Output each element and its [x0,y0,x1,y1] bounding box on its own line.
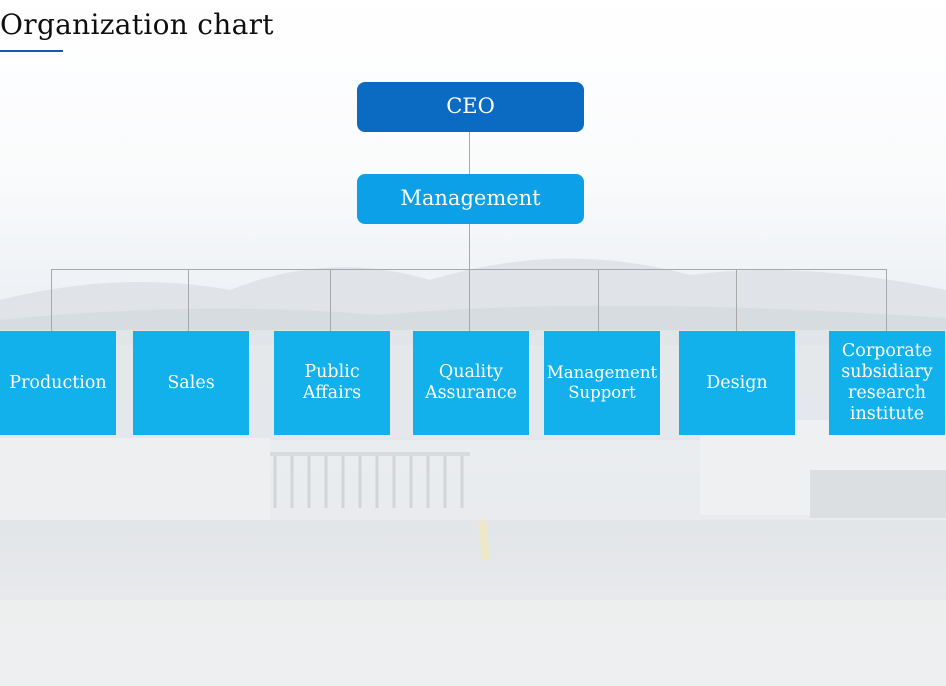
dept-label: Design [706,372,768,393]
dept-label: Management Support [546,363,658,402]
ceo-label: CEO [446,94,495,119]
management-box: Management [357,174,584,224]
dept-box-design: Design [679,331,795,435]
page-title: Organization chart [0,8,274,41]
dept-box-production: Production [0,331,116,435]
title-underline [0,50,63,52]
management-label: Management [400,186,541,211]
dept-label: Public Affairs [302,362,362,403]
dept-box-quality-assurance: Quality Assurance [413,331,529,435]
dept-label: Production [9,372,107,393]
dept-label: Corporate subsidiary research institute [841,341,933,424]
dept-box-research-institute: Corporate subsidiary research institute [829,331,945,435]
dept-label: Quality Assurance [424,362,518,403]
ceo-box: CEO [357,82,584,132]
dept-box-sales: Sales [133,331,249,435]
dept-box-management-support: Management Support [544,331,660,435]
dept-box-public-affairs: Public Affairs [274,331,390,435]
dept-label: Sales [167,372,215,393]
